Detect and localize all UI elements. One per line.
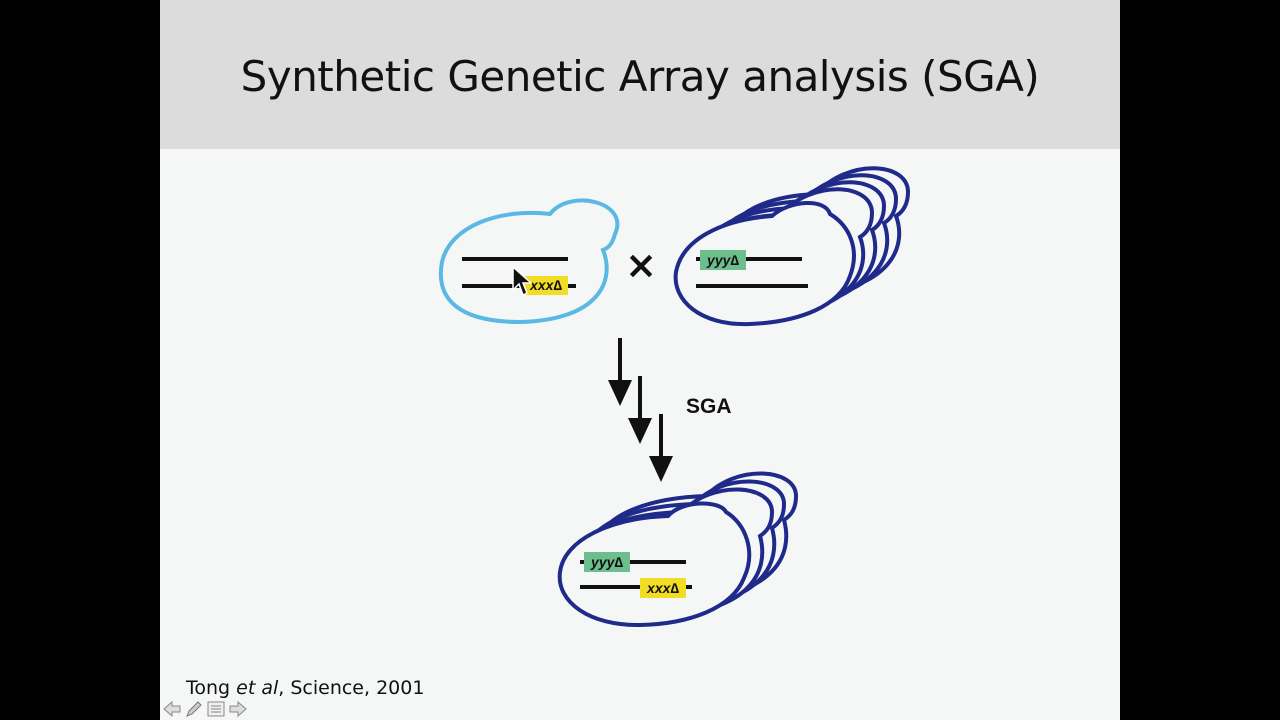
query-yeast-cell: xxx∆ [438,198,620,325]
slideshow-nav [162,700,248,718]
slide-title: Synthetic Genetic Array analysis (SGA) [240,52,1040,101]
result-array-gene-label: yyy∆ [590,554,623,570]
array-yeast-front: yyy∆ [696,250,808,288]
back-arrow-icon[interactable] [162,700,182,718]
citation-source: , Science, 2001 [278,677,425,699]
cross-symbol: × [625,243,657,287]
menu-icon[interactable] [206,700,226,718]
mouse-pointer-icon [512,266,532,297]
forward-arrow-icon[interactable] [228,700,248,718]
pen-icon[interactable] [184,700,204,718]
result-query-gene-label: xxx∆ [646,580,679,596]
slide: Synthetic Genetic Array analysis (SGA) x… [160,0,1120,720]
sga-arrow-label: SGA [686,395,732,418]
citation-author: Tong [186,677,231,699]
array-gene-label: yyy∆ [706,252,739,268]
query-gene-label: xxx∆ [529,277,562,293]
citation-etal: et al [236,677,279,699]
double-mutant-front: yyy∆ xxx∆ [580,552,692,598]
array-yeast-stack [673,166,911,327]
title-band [160,0,1120,149]
sga-arrows [608,338,673,482]
sga-diagram: xxx∆ × yyy∆ [438,166,911,628]
citation: Tong et al, Science, 2001 [186,677,424,699]
double-mutant-stack [557,471,799,628]
